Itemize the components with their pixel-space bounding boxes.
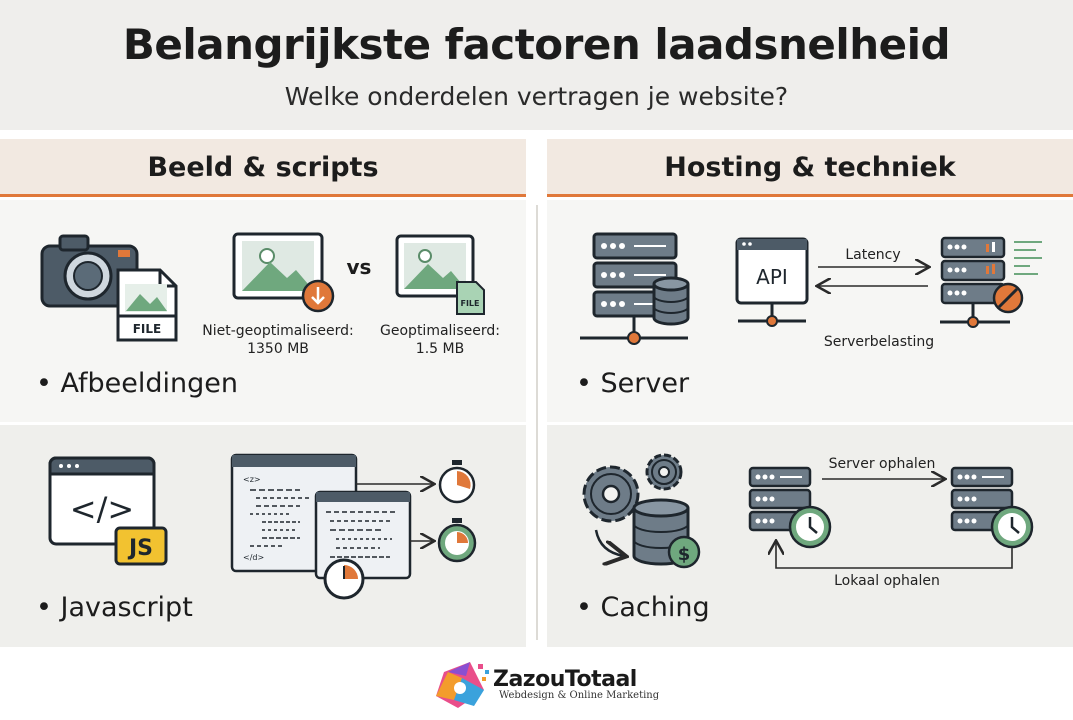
file-tag-left: FILE <box>133 322 162 336</box>
server-rack-icon <box>580 232 688 345</box>
brand-tagline: Webdesign & Online Marketing <box>499 690 660 701</box>
image-file-icon: FILE <box>116 268 178 342</box>
column-header-right: Hosting & techniek <box>547 139 1073 197</box>
timer-icon-orange <box>323 558 365 600</box>
server-load-label: Serverbelasting <box>823 334 935 350</box>
stopwatch-icon <box>438 460 476 504</box>
label-afbeeldingen: • Afbeeldingen <box>36 368 238 399</box>
optimized-size: 1.5 MB <box>415 341 465 357</box>
label-caching: • Caching <box>576 592 710 623</box>
unoptimized-image-icon <box>232 232 335 313</box>
unoptimized-label: Niet-geoptimaliseerd: <box>202 323 354 339</box>
optimized-image-icon: FILE <box>395 234 485 315</box>
svg-text:<z>: <z> <box>243 475 261 484</box>
header-band: Belangrijkste factoren laadsnelheid Welk… <box>0 0 1073 130</box>
svg-text:JS: JS <box>127 536 153 561</box>
server-fetch-label: Server ophalen <box>828 456 936 472</box>
svg-text:API: API <box>756 265 788 289</box>
optimized-label: Geoptimaliseerd: <box>380 323 500 339</box>
optimized-caption: Geoptimaliseerd: 1.5 MB <box>372 322 508 358</box>
page-title: Belangrijkste factoren laadsnelheid <box>122 20 951 69</box>
unoptimized-caption: Niet-geoptimaliseerd: 1350 MB <box>200 322 356 358</box>
latency-label: Latency <box>845 247 901 263</box>
database-icon <box>652 276 690 326</box>
code-tag-icon: </> <box>70 490 134 528</box>
js-badge-icon: JS <box>114 526 168 566</box>
cache-server-right-icon <box>950 466 1034 549</box>
file-tag-right: FILE <box>460 299 479 308</box>
cache-server-left-icon <box>748 466 832 549</box>
versus-label: vs <box>347 255 372 279</box>
local-fetch-label: Lokaal ophalen <box>834 573 940 589</box>
camera-icon <box>40 234 139 308</box>
column-divider <box>536 205 538 640</box>
column-header-left: Beeld & scripts <box>0 139 526 197</box>
column-title-right: Hosting & techniek <box>664 152 956 183</box>
gear-icon-small <box>645 453 683 491</box>
api-window-icon: API <box>735 237 809 327</box>
page-subtitle: Welke onderdelen vertragen je website? <box>284 82 789 111</box>
svg-text:</d>: </d> <box>243 553 264 562</box>
code-window-icon: </> <box>48 456 156 546</box>
brand-logo-icon <box>436 662 489 708</box>
stopwatch-icon-green <box>437 518 477 563</box>
dollar-coin-icon: $ <box>667 535 701 569</box>
arrow-local-fetch <box>776 542 1013 569</box>
column-title-left: Beeld & scripts <box>147 152 379 183</box>
loaded-server-icon <box>940 236 1042 328</box>
unoptimized-size: 1350 MB <box>247 341 309 357</box>
brand-name: ZazouTotaal <box>493 667 637 692</box>
svg-text:$: $ <box>678 544 691 565</box>
label-server: • Server <box>576 368 690 399</box>
gear-icon <box>582 465 640 523</box>
label-javascript: • Javascript <box>36 592 193 623</box>
